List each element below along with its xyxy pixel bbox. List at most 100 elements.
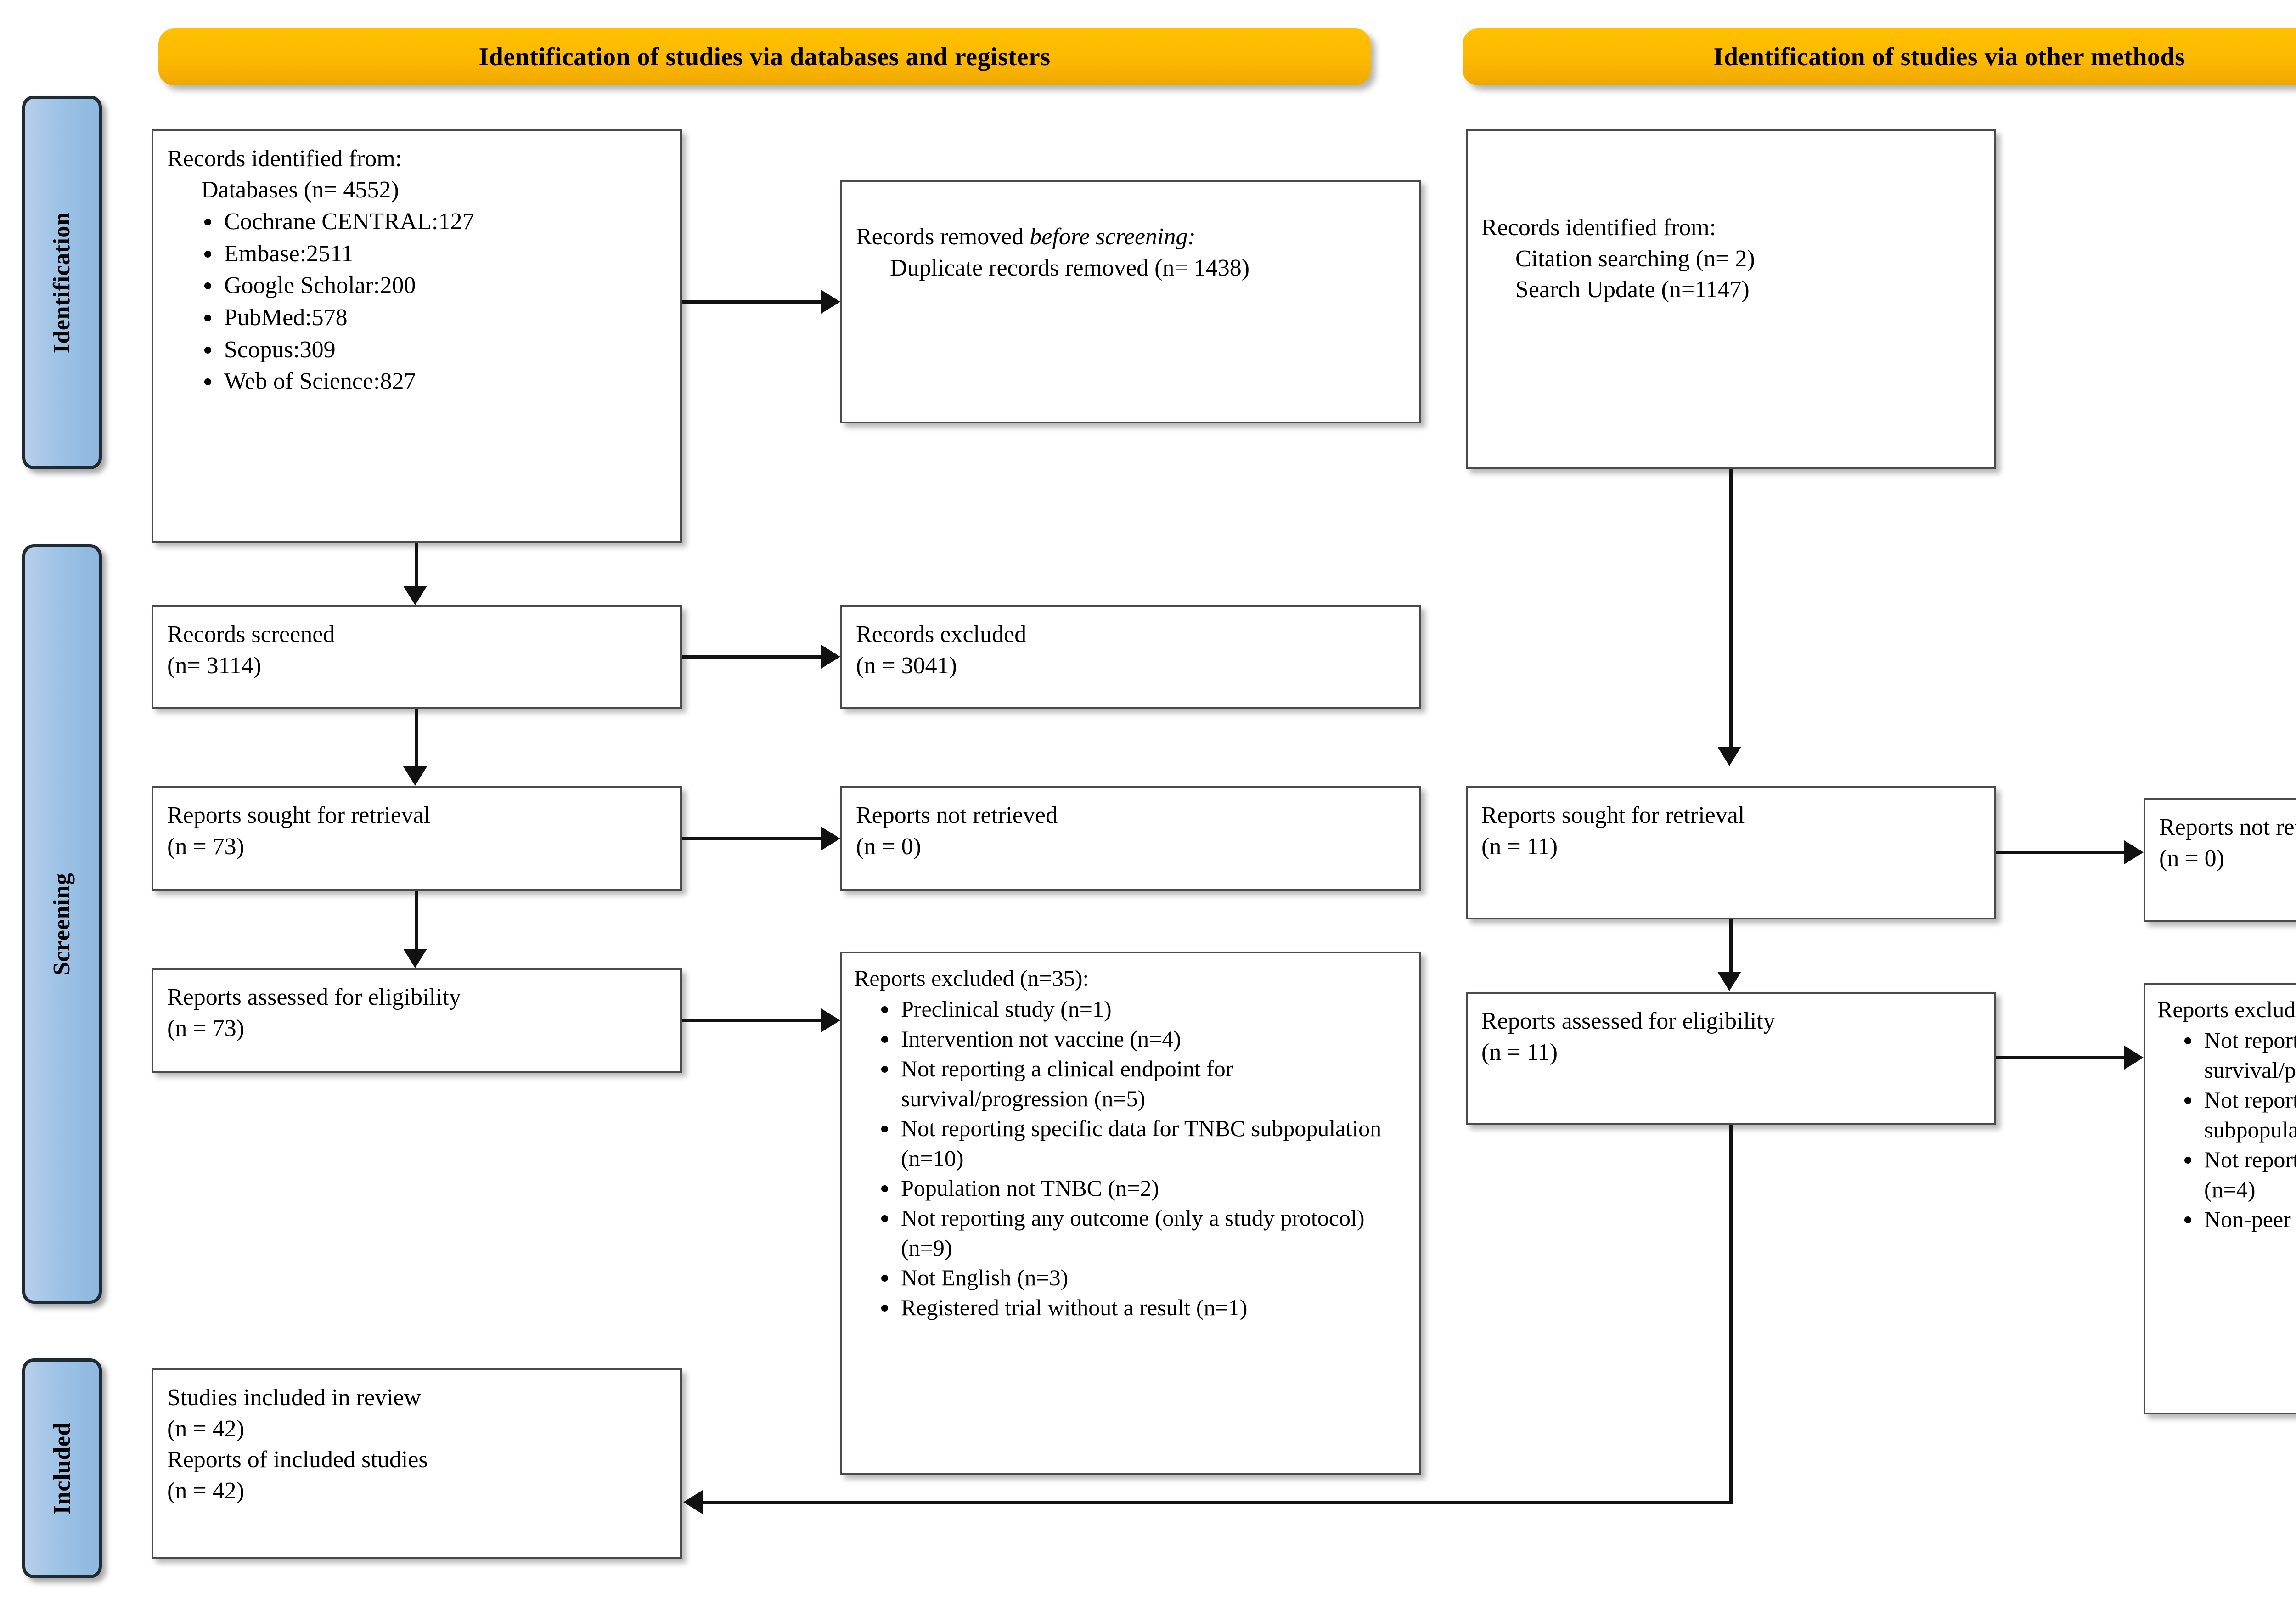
box-reports-assessed-right: Reports assessed for eligibility (n = 11… — [1466, 992, 1996, 1125]
banner-other-label: Identification of studies via other meth… — [1713, 43, 2185, 71]
reports-assessed-left-count: (n = 73) — [167, 1015, 244, 1042]
studies-included-line2: (n = 42) — [167, 1415, 244, 1442]
search-update-count: Search Update (n=1147) — [1515, 276, 1750, 303]
arrow-screened-to-excluded — [821, 645, 840, 669]
records-identified-title: Records identified from: — [167, 146, 402, 172]
box-reports-excluded-left: Reports excluded (n=35): Preclinical stu… — [840, 952, 1421, 1475]
connector-assessed-to-excluded-left — [682, 1019, 821, 1022]
list-item: Not English (n=3) — [898, 1263, 1407, 1293]
connector-included-feed-horizontal — [703, 1501, 1733, 1504]
reports-not-retrieved-left-title: Reports not retrieved — [856, 802, 1058, 828]
reports-assessed-right-title: Reports assessed for eligibility — [1481, 1008, 1775, 1034]
arrow-sought-to-assessed-right — [1717, 972, 1741, 991]
reports-excluded-right-list: Not reporting a clinical endpoint for su… — [2157, 1025, 2296, 1234]
reports-excluded-right-title: Reports excluded (n=7): — [2157, 997, 2296, 1022]
box-reports-not-retrieved-right: Reports not retrieved (n = 0) — [2144, 798, 2296, 922]
box-reports-sought-left: Reports sought for retrieval (n = 73) — [152, 786, 682, 891]
box-reports-sought-right: Reports sought for retrieval (n = 11) — [1466, 786, 1996, 919]
arrow-into-studies-included — [683, 1490, 703, 1514]
records-excluded-count: (n = 3041) — [856, 652, 957, 679]
reports-not-retrieved-right-title: Reports not retrieved — [2159, 814, 2296, 840]
list-item: Not reporting any outcome (only a study … — [2201, 1145, 2296, 1205]
records-removed-title-plain: Records removed — [856, 224, 1030, 250]
stage-label-screening: Screening — [22, 544, 102, 1304]
box-reports-assessed-left: Reports assessed for eligibility (n = 73… — [152, 968, 682, 1073]
reports-assessed-left-title: Reports assessed for eligibility — [167, 984, 461, 1010]
records-identified-databases-count: Databases (n= 4552) — [201, 176, 399, 203]
arrow-sought-to-notretrieved-right — [2124, 840, 2144, 864]
arrow-identified-to-screened — [403, 586, 427, 605]
arrow-assessed-to-excluded-left — [821, 1008, 840, 1032]
reports-excluded-left-list: Preclinical study (n=1) Intervention not… — [854, 994, 1407, 1323]
list-item: Not reporting specific data for TNBC sub… — [898, 1114, 1407, 1173]
list-item: Not reporting a clinical endpoint for su… — [898, 1054, 1407, 1114]
connector-sought-to-assessed-left — [415, 891, 418, 949]
records-removed-title: Records removed before screening: — [856, 221, 1406, 253]
box-records-excluded: Records excluded (n = 3041) — [840, 605, 1421, 709]
studies-included-line3: Reports of included studies — [167, 1447, 428, 1473]
box-reports-excluded-right: Reports excluded (n=7): Not reporting a … — [2144, 983, 2296, 1414]
arrow-sought-to-notretrieved-left — [821, 827, 840, 850]
box-studies-included: Studies included in review (n = 42) Repo… — [152, 1368, 682, 1559]
reports-not-retrieved-right-count: (n = 0) — [2159, 845, 2224, 872]
reports-sought-left-count: (n = 73) — [167, 833, 244, 860]
list-item: Google Scholar:200 — [221, 270, 666, 301]
database-source-list: Cochrane CENTRAL:127 Embase:2511 Google … — [167, 206, 666, 397]
connector-sought-to-assessed-right — [1729, 919, 1733, 972]
list-item: Preclinical study (n=1) — [898, 994, 1407, 1024]
stage-label-identification: Identification — [22, 96, 102, 469]
box-records-identified-other: Records identified from: Citation search… — [1466, 129, 1996, 469]
reports-sought-right-count: (n = 11) — [1481, 833, 1558, 860]
records-excluded-title: Records excluded — [856, 621, 1027, 647]
reports-excluded-left-title: Reports excluded (n=35): — [854, 965, 1089, 991]
reports-assessed-right-count: (n = 11) — [1481, 1039, 1558, 1065]
connector-screened-to-sought — [415, 709, 418, 766]
arrow-identified-other-to-sought — [1717, 747, 1741, 766]
records-identified-other-title: Records identified from: — [1481, 214, 1716, 241]
records-removed-title-italic: before screening: — [1030, 224, 1196, 250]
arrow-identified-to-removed — [821, 290, 840, 314]
box-reports-not-retrieved-left: Reports not retrieved (n = 0) — [840, 786, 1421, 891]
list-item: Intervention not vaccine (n=4) — [898, 1024, 1407, 1054]
connector-sought-to-notretrieved-left — [682, 837, 821, 840]
reports-sought-right-title: Reports sought for retrieval — [1481, 802, 1745, 828]
connector-identified-to-removed — [682, 300, 821, 304]
connector-sought-to-notretrieved-right — [1996, 851, 2124, 854]
studies-included-line1: Studies included in review — [167, 1385, 422, 1411]
list-item: PubMed:578 — [221, 302, 666, 333]
box-records-removed-before-screening: Records removed before screening: Duplic… — [840, 180, 1421, 423]
list-item: Cochrane CENTRAL:127 — [221, 206, 666, 237]
reports-sought-left-title: Reports sought for retrieval — [167, 802, 431, 828]
banner-other-methods: Identification of studies via other meth… — [1463, 28, 2296, 85]
list-item: Registered trial without a result (n=1) — [898, 1293, 1407, 1323]
connector-identified-other-to-sought — [1729, 469, 1733, 747]
list-item: Not reporting specific data for TNBC sub… — [2201, 1085, 2296, 1145]
arrow-sought-to-assessed-left — [403, 949, 427, 968]
citation-searching-count: Citation searching (n= 2) — [1515, 245, 1755, 272]
studies-included-line4: (n = 42) — [167, 1477, 244, 1504]
list-item: Not reporting any outcome (only a study … — [898, 1203, 1407, 1263]
banner-databases-registers: Identification of studies via databases … — [158, 28, 1371, 85]
box-records-identified-databases: Records identified from: Databases (n= 4… — [152, 129, 682, 543]
connector-assessed-right-down-to-included — [1729, 1125, 1733, 1504]
list-item: Non-peer reviewed article (n=1) — [2201, 1205, 2296, 1234]
stage-label-included: Included — [22, 1358, 102, 1578]
records-screened-count: (n= 3114) — [167, 652, 262, 679]
arrow-assessed-to-excluded-right — [2124, 1046, 2144, 1070]
list-item: Not reporting a clinical endpoint for su… — [2201, 1025, 2296, 1085]
stage-label-included-text: Included — [49, 1422, 75, 1515]
connector-identified-to-screened — [415, 543, 418, 586]
arrow-screened-to-sought — [403, 766, 427, 786]
list-item: Embase:2511 — [221, 238, 666, 270]
stage-label-identification-text: Identification — [49, 212, 75, 353]
connector-screened-to-excluded — [682, 655, 821, 659]
records-screened-title: Records screened — [167, 621, 335, 647]
connector-assessed-to-excluded-right — [1996, 1056, 2124, 1059]
duplicate-records-removed-count: Duplicate records removed (n= 1438) — [890, 254, 1250, 281]
banner-databases-label: Identification of studies via databases … — [478, 43, 1051, 71]
list-item: Scopus:309 — [221, 334, 666, 366]
list-item: Web of Science:827 — [221, 366, 666, 397]
box-records-screened: Records screened (n= 3114) — [152, 605, 682, 709]
list-item: Population not TNBC (n=2) — [898, 1173, 1407, 1203]
